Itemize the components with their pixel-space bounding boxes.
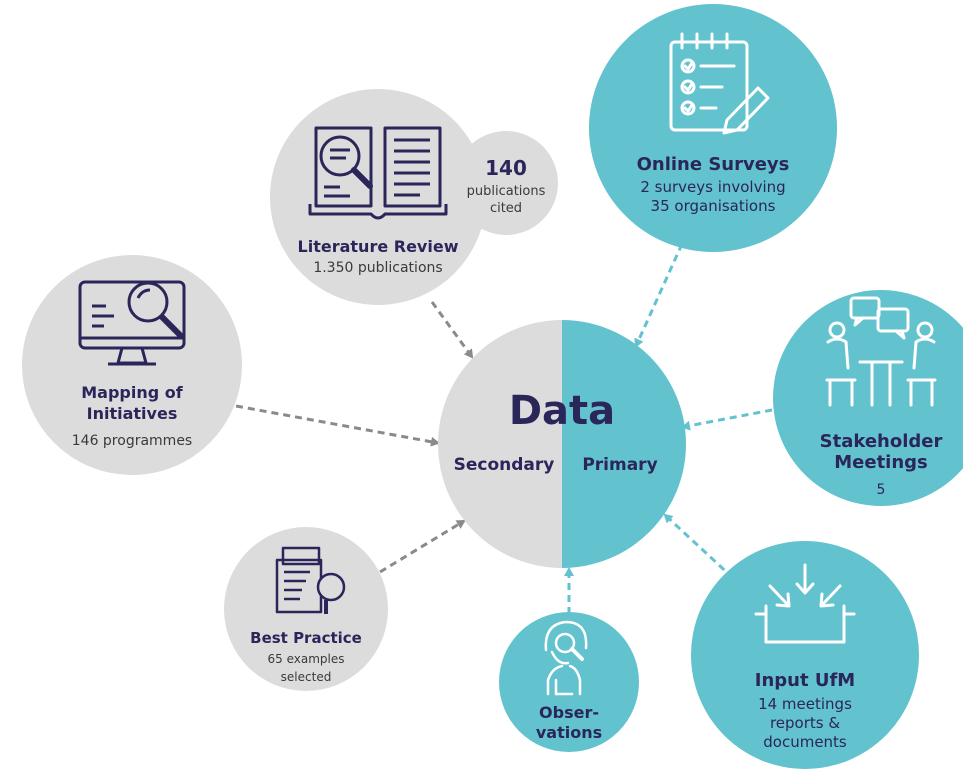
stakeholder-title-line1: Stakeholder [820,431,943,452]
mapping-initiatives-node: Mapping of Initiatives 146 programmes [22,255,242,475]
publications-cited-node: 140 publications cited [454,131,558,235]
observations-node: Obser- vations [499,612,639,752]
observer-magnifier-icon [544,620,588,696]
stakeholder-title-line2: Meetings [834,452,928,473]
mapping-title-line2: Initiatives [87,404,178,423]
best-practice-detail-line1: 65 examples [268,652,345,666]
mapping-detail: 146 programmes [72,433,192,449]
observations-title-line1: Obser- [539,703,599,722]
best-practice-detail-line2: selected [281,670,332,684]
secondary-label: Secondary [454,455,555,475]
arrow-stakeholder-to-data [681,408,773,431]
publications-cited-number: 140 [485,156,527,180]
input-ufm-detail-line1: 14 meetings [758,695,852,713]
online-surveys-detail-line2: 35 organisations [651,197,776,215]
arrow-ufm-to-data [663,513,735,580]
online-surveys-title: Online Surveys [637,154,790,175]
arrow-mapping-to-data [235,404,440,447]
observations-title-line2: vations [536,723,602,742]
publications-cited-line1: publications [467,184,546,199]
center-title: Data [509,388,615,434]
people-meeting-icon [825,296,937,407]
monitor-magnifier-icon [78,280,186,366]
literature-review-node: Literature Review 1.350 publications [270,89,486,305]
stakeholder-meetings-node: Stakeholder Meetings 5 [773,290,963,506]
best-practice-title: Best Practice [250,629,362,647]
input-ufm-detail-line3: documents [763,733,847,751]
input-ufm-title: Input UfM [755,670,855,691]
documents-magnifier-icon [275,546,346,614]
primary-label: Primary [582,455,657,475]
open-book-magnifier-icon [308,126,448,220]
literature-review-detail: 1.350 publications [313,260,442,276]
input-ufm-detail-line2: reports & [770,714,840,732]
literature-review-title: Literature Review [298,237,459,256]
clipboard-checklist-icon [669,32,770,135]
online-surveys-node: Online Surveys 2 surveys involving 35 or… [589,4,837,252]
mapping-title-line1: Mapping of [81,383,184,402]
stakeholder-detail: 5 [877,482,886,498]
inbox-arrows-icon [754,563,856,644]
best-practice-node: Best Practice 65 examples selected [224,527,388,691]
arrow-surveys-to-data [634,243,684,348]
arrow-literature-to-data [430,301,474,359]
data-center-circle: Data Secondary Primary [438,320,686,568]
arrow-bestpractice-to-data [379,519,466,574]
connector-arrows [235,243,773,614]
online-surveys-detail-line1: 2 surveys involving [640,178,785,196]
input-ufm-node: Input UfM 14 meetings reports & document… [691,541,919,769]
publications-cited-line2: cited [490,201,522,216]
